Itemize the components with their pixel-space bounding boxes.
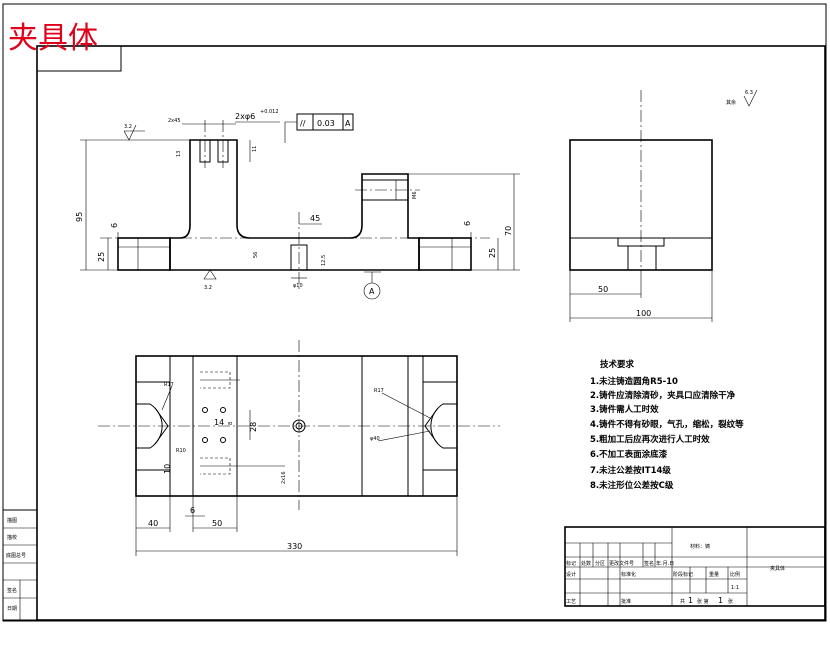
row-label-5: 年.月.日 [656, 560, 674, 567]
top-dim-50: 50 [212, 519, 222, 528]
top-dim-330: 330 [287, 542, 302, 551]
row-label-2: 分区 [595, 560, 605, 567]
dim-thread: M6 [412, 192, 418, 200]
top-dim-40: 40 [148, 519, 158, 528]
dim-base-left: 25 [97, 252, 106, 262]
dim-hole-spec: 2xφ6 [235, 112, 255, 121]
top-r17-left: R17 [164, 382, 174, 388]
top-dim-2x16: 2x16 [281, 471, 287, 484]
top-r10: R10 [176, 448, 186, 454]
sheet-total: 1 [688, 596, 693, 605]
tol-value: 0.03 [317, 119, 335, 128]
title-material: 材料：铸 [690, 543, 710, 550]
dim-base-right: 25 [488, 248, 497, 258]
dim-depth-56: 56 [253, 252, 259, 258]
front-body-section [169, 139, 420, 271]
roughness-top: 3.2 [123, 124, 145, 141]
side-label-4: 日期 [7, 606, 17, 612]
tol-datum: A [345, 119, 351, 128]
roughness-others-value: 6.3 [745, 90, 753, 96]
front-right-flange [418, 237, 472, 271]
dim-hole-tol: +0.012 [260, 109, 279, 115]
side-stamp-block: 描图 描校 底图总号 签名 日期 [2, 509, 38, 621]
side-dim-100: 100 [636, 309, 651, 318]
datum-a: A [363, 271, 381, 300]
note-item: 8.未注形位公差按C级 [590, 480, 674, 491]
note-item: 1.未注铸造圆角R5-10 [590, 376, 678, 387]
top-dim-8: 8 [228, 422, 234, 425]
top-dim-28: 28 [249, 422, 258, 432]
scale-label: 比例 [730, 571, 740, 578]
sheet-mid: 张 第 [697, 598, 709, 605]
title-tag-box [36, 45, 122, 72]
approve-label: 批准 [621, 598, 631, 605]
dim-boss: 45 [310, 214, 320, 223]
note-item: 3.铸件需人工时效 [590, 404, 659, 415]
side-label-2: 底图总号 [6, 552, 26, 559]
note-item: 5.粗加工后应再次进行人工时效 [590, 434, 710, 445]
title-part-name: 夹具体 [770, 565, 785, 572]
top-phi40: φ40 [370, 436, 380, 442]
side-label-0: 描图 [7, 517, 17, 524]
sheet-prefix: 共 [680, 598, 685, 605]
dim-right-height: 70 [504, 226, 513, 236]
note-item: 6.不加工表面涂底漆 [590, 449, 668, 460]
scale-value: 1:1 [731, 585, 739, 591]
side-label-3: 签名 [7, 587, 17, 594]
side-label-1: 描校 [7, 534, 17, 541]
datum-label: A [369, 287, 375, 296]
dim-step-left: 6 [110, 223, 119, 228]
outer-border [2, 3, 827, 622]
top-dim-6: 6 [190, 506, 195, 515]
title-block: 材料：铸 夹具体 标记 处数 分区 更改文件号 签名 年.月.日 设计 标准化 … [564, 526, 826, 607]
roughness-bottom: 3.2 [203, 269, 217, 291]
notes-heading: 技术要求 [600, 359, 635, 370]
top-dim-10: 10 [163, 464, 172, 474]
dim-slot-w: φ10 [293, 283, 303, 289]
roughness-others: 其余 6.3 [726, 89, 758, 107]
dim-step-right: 6 [463, 221, 472, 226]
note-item: 2.铸件应清除清砂，夹具口应清除干净 [590, 390, 736, 401]
side-dim-50: 50 [598, 285, 608, 294]
tolerance-frame: // 0.03 A [284, 113, 354, 143]
top-dim-14: 14 [214, 418, 224, 427]
inner-border [36, 45, 826, 621]
front-left-flange [117, 237, 171, 271]
front-view: 95 25 6 70 25 6 2x45 2xφ6 +0.012 13 11 /… [75, 109, 520, 300]
dim-slot: 13 [176, 151, 182, 157]
note-item: 7.未注公差按IT14级 [590, 465, 671, 476]
note-item: 4.铸件不得有砂眼，气孔，缩松，裂纹等 [590, 419, 744, 430]
row-label-0: 标记 [566, 560, 576, 567]
roughness-others-label: 其余 [726, 99, 736, 106]
drawing-title: 夹具体 [8, 21, 98, 56]
design-label: 设计 [566, 571, 576, 578]
dim-slot-depth: 11 [252, 146, 258, 152]
sheet-suffix: 张 [728, 598, 733, 605]
roughness-top-value: 3.2 [124, 124, 132, 130]
sheet-current: 1 [718, 596, 723, 605]
dim-total-height: 95 [75, 212, 84, 222]
dim-depth-12: 12.5 [321, 255, 327, 266]
top-view: R17 R17 R10 φ40 14 8 28 10 2x16 40 6 50 … [98, 340, 500, 556]
weight-label: 重量 [709, 571, 719, 578]
stage-label: 阶段标记 [673, 571, 693, 578]
row-label-4: 签名 [644, 560, 654, 567]
row-label-1: 处数 [581, 560, 591, 567]
side-view: 50 100 [569, 90, 713, 322]
process-label: 工艺 [566, 599, 576, 605]
technical-notes: 技术要求 1.未注铸造圆角R5-10 2.铸件应清除清砂，夹具口应清除干净 3.… [590, 359, 744, 491]
top-r17-right: R17 [374, 388, 384, 394]
dim-hole-top: 2x45 [168, 118, 181, 124]
tol-symbol: // [300, 119, 306, 128]
roughness-bottom-value: 3.2 [204, 285, 212, 291]
standard-label: 标准化 [621, 571, 636, 578]
row-label-3: 更改文件号 [609, 560, 634, 567]
